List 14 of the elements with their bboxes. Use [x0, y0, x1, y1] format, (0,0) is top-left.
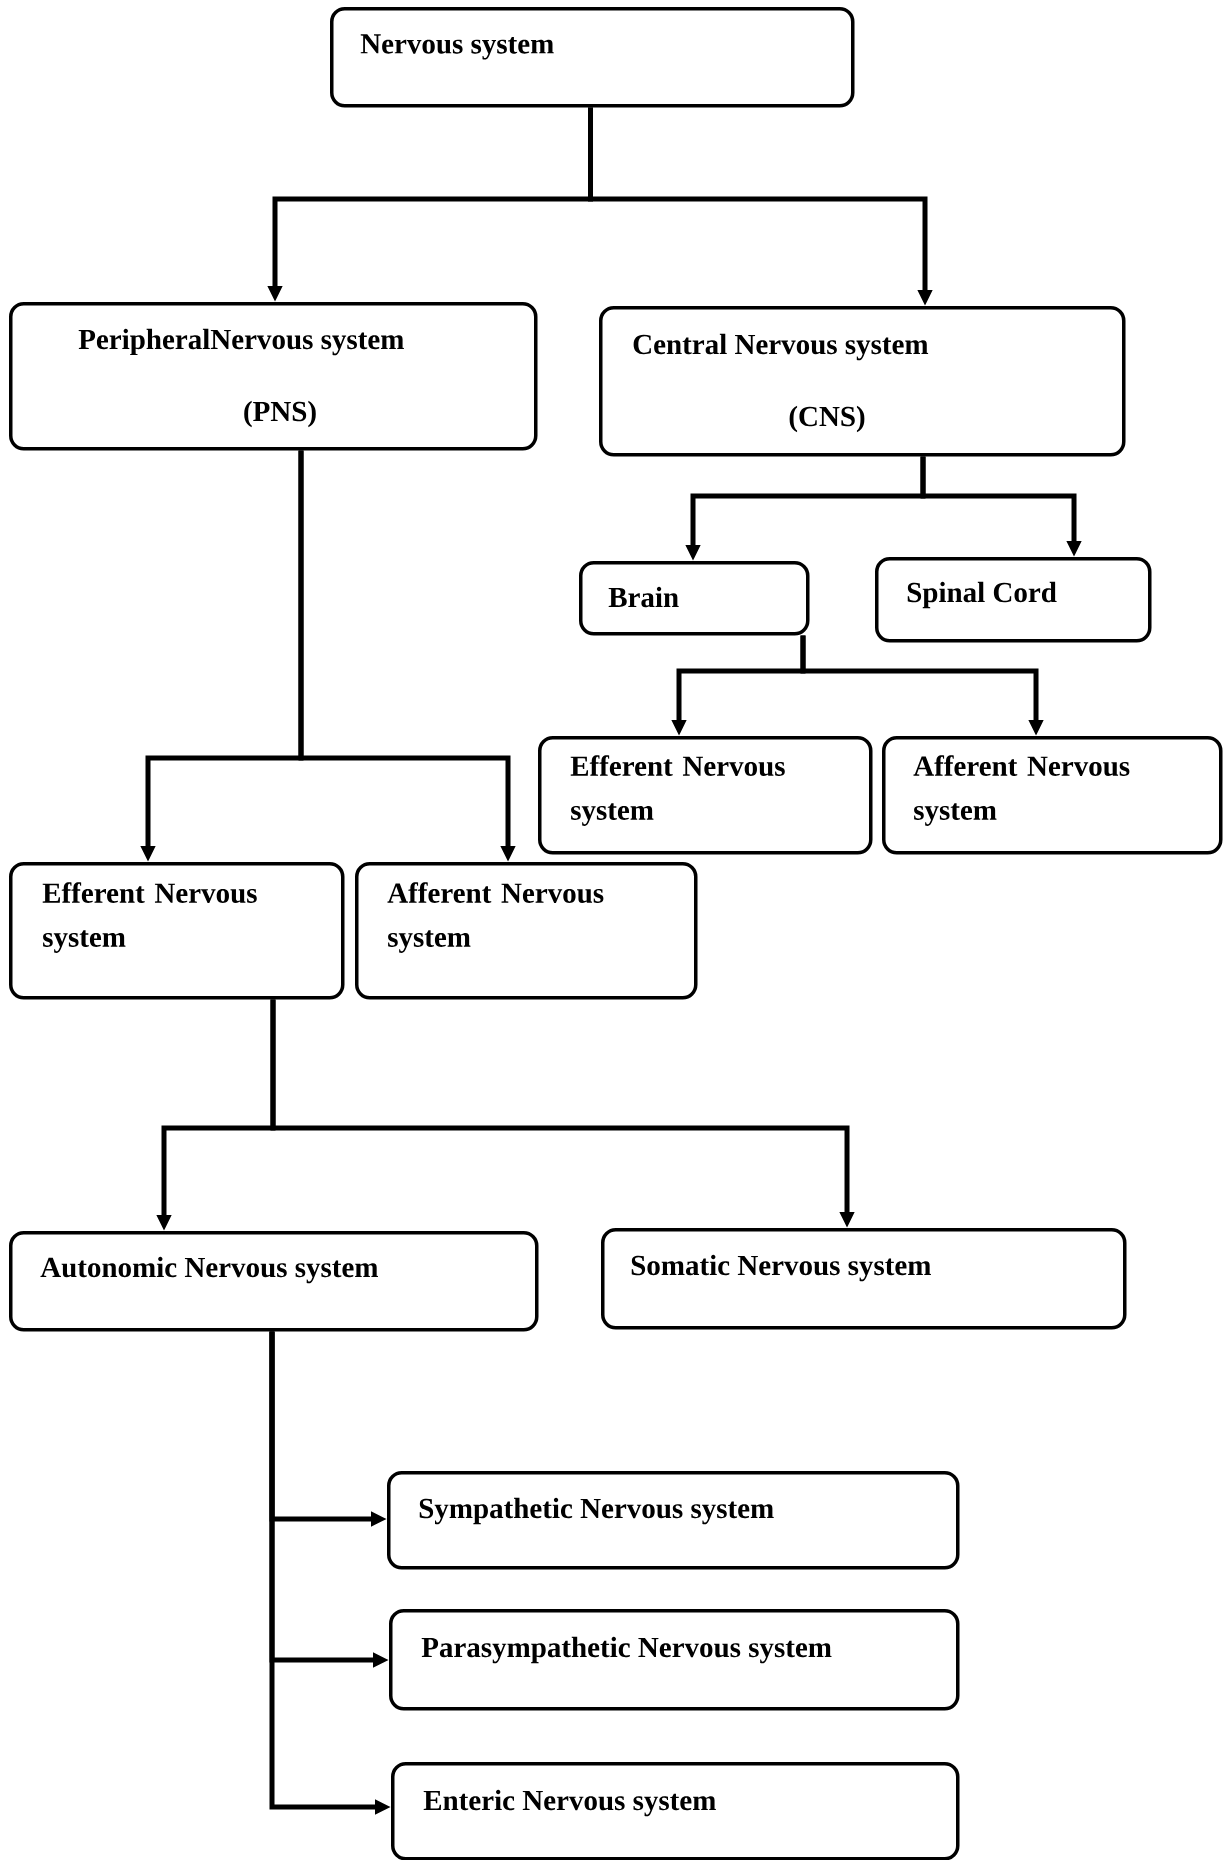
- process-box: Efferent Nervous system: [538, 736, 873, 855]
- process-box: PeripheralNervous system (PNS): [9, 302, 538, 451]
- process-box: Central Nervous system (CNS): [599, 306, 1126, 457]
- process-box: Spinal Cord: [875, 557, 1152, 643]
- process-box: Nervous system: [330, 7, 855, 108]
- process-box: Efferent Nervous system: [9, 862, 345, 1000]
- process-box: Afferent Nervous system: [355, 862, 698, 1000]
- process-box: Somatic Nervous system: [601, 1228, 1127, 1330]
- process-box: Brain: [579, 561, 810, 636]
- process-box: Afferent Nervous system: [882, 736, 1223, 855]
- process-box: Sympathetic Nervous system: [387, 1471, 960, 1570]
- process-box: Enteric Nervous system: [391, 1762, 960, 1860]
- process-box: Autonomic Nervous system: [9, 1231, 539, 1332]
- process-box: Parasympathetic Nervous system: [389, 1609, 960, 1711]
